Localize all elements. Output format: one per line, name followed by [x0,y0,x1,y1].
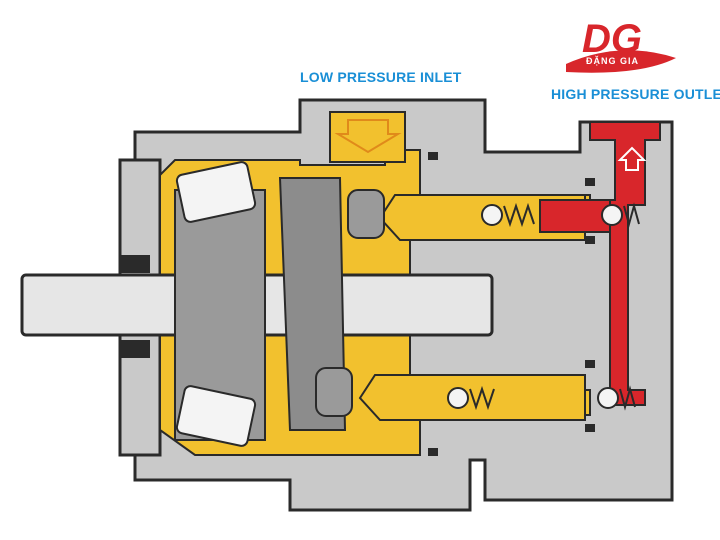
shaft-seal-bottom [120,340,150,358]
up-arrow-icon [617,146,647,171]
high-pressure-outlet-label: HIGH PRESSURE OUTLET [551,86,720,102]
lower-check-valve [447,385,495,411]
upper-check-valve [481,202,535,228]
dang-gia-logo: DG [566,17,676,73]
upper-high-pressure-chamber [539,199,611,233]
upper-piston-slipper [347,189,385,239]
o-rings [428,152,595,456]
lower-piston-slipper [315,367,353,417]
low-pressure-inlet-label: LOW PRESSURE INLET [300,69,462,85]
logo-mark: DG [582,17,642,61]
upper-outlet-valve [601,202,640,228]
high-pressure-oil-channel [589,121,661,406]
lower-outlet-valve [597,385,636,411]
shaft-seal-top [120,255,150,273]
logo-subtitle: ĐẶNG GIA [586,56,639,66]
down-arrow-icon [334,119,402,154]
upper-bearing [175,161,257,223]
lower-bearing [175,385,257,447]
